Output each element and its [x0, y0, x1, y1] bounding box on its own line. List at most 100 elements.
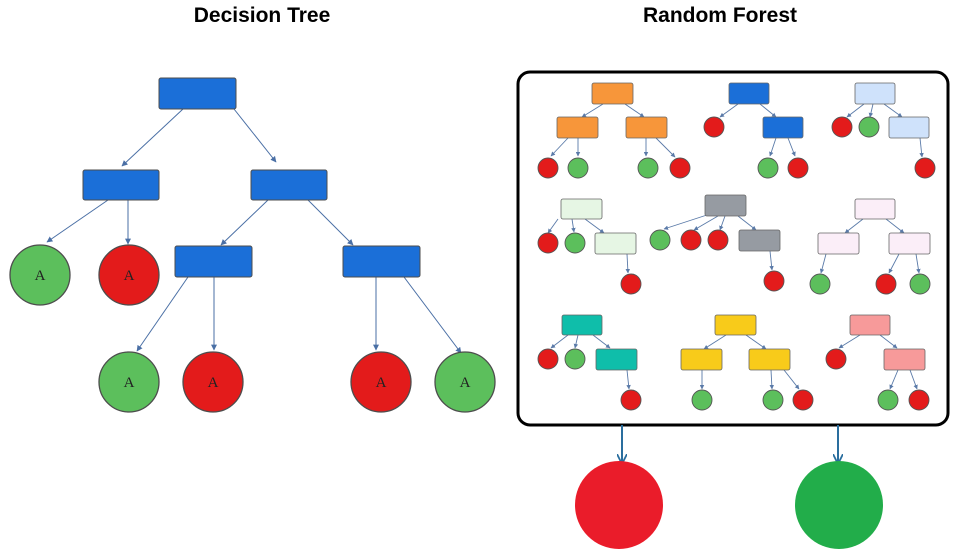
forest-leaf-red — [825, 348, 847, 370]
final-output-green — [795, 461, 883, 549]
forest-leaf-red — [763, 270, 785, 292]
forest-node — [854, 198, 896, 220]
forest-edge — [719, 215, 726, 231]
forest-leaf-red — [620, 273, 642, 295]
forest-edge — [571, 218, 576, 233]
forest-leaf-red — [537, 157, 559, 179]
forest-leaf-red — [831, 116, 853, 138]
forest-leaf-green — [649, 229, 671, 251]
dt-decision-node — [174, 245, 253, 278]
forest-node — [591, 82, 634, 105]
forest-edge — [819, 253, 827, 274]
forest-node — [704, 194, 747, 217]
forest-edges — [547, 103, 924, 390]
dt-leaf-labels: A A A A A A — [35, 268, 471, 391]
forest-leaf-red — [680, 229, 702, 251]
forest-node — [888, 232, 931, 255]
dt-edges — [46, 108, 462, 354]
forest-edge — [889, 369, 899, 390]
forest-edge — [844, 218, 864, 234]
forest-edge — [915, 253, 921, 274]
forest-leaf-green — [877, 389, 899, 411]
dt-edge — [220, 199, 269, 246]
forest-edge — [838, 334, 861, 349]
leaf-label: A — [208, 375, 219, 391]
forest-edge — [547, 218, 559, 234]
dt-decision-node — [250, 169, 328, 201]
leaf-label: A — [124, 268, 135, 284]
forest-edge — [693, 215, 719, 231]
forest-leaf-red — [908, 389, 930, 411]
forest-leaf-red — [914, 157, 936, 179]
forest-edge — [550, 334, 569, 349]
forest-edge — [625, 253, 631, 274]
dt-leaf-green — [98, 351, 160, 413]
forest-leaf-red — [707, 229, 729, 251]
forest-leaf-green — [691, 389, 713, 411]
forest-edge — [592, 334, 611, 349]
leaf-label: A — [124, 375, 135, 391]
leaf-label: A — [35, 268, 46, 284]
forest-leaf-green — [858, 116, 880, 138]
forest-edge — [846, 103, 865, 118]
forest-edge — [663, 213, 711, 230]
forest-leaf-green — [637, 157, 659, 179]
forest-edge — [919, 137, 924, 158]
forest-output-arrows — [622, 425, 838, 463]
forest-leaf-green — [564, 232, 586, 254]
dt-decision-node — [342, 245, 421, 278]
forest-node — [748, 348, 791, 371]
forest-edge — [787, 137, 796, 157]
dt-edge — [121, 108, 184, 167]
forest-leaf-red — [792, 389, 814, 411]
forest-node — [849, 314, 891, 336]
dt-leaves — [9, 244, 496, 413]
random-forest-title: Random Forest — [642, 4, 797, 27]
dt-edge — [307, 199, 354, 246]
forest-leaf-green — [564, 348, 586, 370]
forest-node — [680, 348, 723, 371]
forest-edge — [745, 334, 767, 350]
forest-leaves — [537, 116, 936, 411]
forest-edge — [759, 103, 777, 118]
forest-edge — [626, 369, 631, 390]
forest-leaf-red — [875, 273, 897, 295]
dt-leaf-red — [350, 351, 412, 413]
forest-node — [888, 116, 930, 139]
forest-leaf-red — [787, 157, 809, 179]
forest-edge — [769, 137, 777, 157]
decision-tree-title: Decision Tree — [193, 4, 331, 27]
forest-edge — [737, 215, 757, 231]
forest-node — [738, 229, 781, 252]
dt-edge — [403, 276, 462, 354]
forest-leaf-red — [669, 157, 691, 179]
decision-tree: A A A A A A — [9, 77, 496, 413]
forest-edge — [624, 103, 645, 118]
forest-node — [595, 348, 638, 371]
forest-leaf-green — [909, 273, 931, 295]
forest-edge — [655, 137, 676, 158]
forest-node — [560, 198, 603, 220]
dt-edge — [136, 276, 189, 352]
forest-edge — [883, 103, 903, 118]
forest-node — [561, 314, 603, 336]
dt-edge — [233, 108, 277, 163]
forest-node — [854, 82, 896, 105]
forest-box — [516, 70, 950, 427]
dt-nodes — [82, 77, 421, 278]
forest-edge — [888, 253, 900, 274]
forest-node — [594, 232, 637, 255]
dt-decision-node — [82, 169, 160, 201]
forest-edge — [550, 137, 569, 157]
forest-leaf-red — [537, 348, 559, 370]
forest-node — [883, 348, 926, 371]
forest-leaf-green — [567, 157, 589, 179]
forest-edge — [581, 103, 604, 118]
forest-edge — [573, 334, 579, 349]
forest-node — [762, 116, 804, 139]
forest-leaf-red — [703, 116, 725, 138]
forest-leaf-green — [809, 273, 831, 295]
forest-edge — [909, 369, 918, 390]
forest-edge — [703, 334, 727, 350]
forest-edge — [868, 103, 874, 118]
